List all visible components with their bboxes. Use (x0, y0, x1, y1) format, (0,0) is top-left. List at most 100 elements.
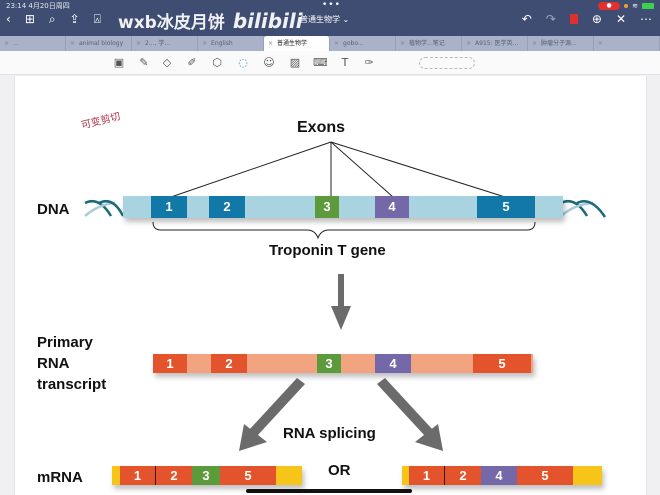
mrna-a-exon-3: 3 (192, 466, 220, 485)
screen-recording-indicator: ● (598, 2, 621, 10)
wifi-icon: ≋ (632, 2, 638, 10)
mrna-a-exon-5: 5 (220, 466, 276, 485)
tab-close-icon[interactable]: × (136, 40, 142, 47)
tab-label: 植物学...笔记 (409, 40, 445, 47)
primary-label-line-3: transcript (37, 376, 107, 393)
lasso-icon[interactable]: ◌ (238, 56, 248, 69)
battery-icon (642, 3, 654, 9)
mrna-a-exon-1: 1 (120, 466, 156, 485)
redo-icon[interactable]: ↷ (545, 12, 556, 26)
mrna-b-exon-4: 4 (481, 466, 517, 485)
document-tab[interactable]: ×animal biology (66, 36, 132, 51)
nav-right: ↶ ↷ ⊕ ✕ ⋯ (522, 12, 652, 26)
tab-close-icon[interactable]: × (532, 40, 538, 47)
dna-exon-3: 3 (315, 196, 339, 218)
note-page[interactable]: 可变剪切 (14, 76, 647, 495)
dna-exon-4: 4 (375, 196, 409, 218)
tab-close-icon[interactable]: × (466, 40, 472, 47)
tab-label: 肿瘤分子源... (541, 40, 577, 47)
pen-icon[interactable]: ✎ (139, 56, 149, 69)
dna-helix-left (84, 199, 125, 217)
exons-label: Exons (297, 119, 346, 136)
tab-close-icon[interactable]: × (598, 40, 604, 47)
home-indicator[interactable] (246, 489, 412, 493)
multitask-dots[interactable]: ••• (322, 0, 341, 10)
tab-label: English (211, 40, 233, 47)
undo-icon[interactable]: ↶ (521, 12, 532, 26)
mrna-b-exon-5: 5 (517, 466, 573, 485)
tab-close-icon[interactable]: × (268, 40, 274, 47)
dna-gene-bar: 1 2 3 4 5 (123, 196, 563, 218)
tab-label: 普通生物学 (277, 40, 308, 47)
tab-close-icon[interactable]: × (70, 40, 76, 47)
dna-exon-5: 5 (477, 196, 535, 218)
arrow-right-splice (377, 378, 443, 451)
mrna-a-exon-2: 2 (156, 466, 192, 485)
text-icon[interactable]: T (341, 56, 349, 69)
primary-label-line-1: Primary (37, 334, 93, 351)
dna-helix-right (560, 199, 607, 218)
dna-label: DNA (37, 201, 70, 218)
gene-brace (152, 221, 536, 240)
bookmark-upload-icon[interactable]: ⍓ (93, 12, 101, 26)
document-tab[interactable]: ×A915: 医学英... (462, 36, 528, 51)
scan-icon[interactable]: ▣ (113, 56, 125, 69)
rna-exon-3: 3 (317, 354, 341, 373)
mrna-b-exon-2: 2 (445, 466, 481, 485)
tab-close-icon[interactable]: × (4, 40, 10, 47)
dna-exon-1: 1 (151, 196, 187, 218)
back-icon[interactable]: ‹ (6, 12, 11, 26)
search-icon[interactable]: ⌕ (48, 12, 56, 26)
tab-close-icon[interactable]: × (202, 40, 208, 47)
mic-dot-icon (624, 4, 629, 8)
tab-close-icon[interactable]: × (334, 40, 340, 47)
eraser-icon[interactable]: ◇ (162, 56, 172, 69)
rna-exon-2: 2 (211, 354, 247, 373)
tab-label: 2..., 学... (145, 40, 171, 47)
mrna-b-exon-1: 1 (409, 466, 445, 485)
primary-transcript-label: Primary RNA transcript (37, 332, 106, 395)
document-tab[interactable]: × (594, 36, 660, 51)
grid-icon[interactable]: ⊞ (24, 12, 35, 26)
tab-label: gobo... (343, 40, 364, 47)
document-tab[interactable]: ×English (198, 36, 264, 51)
highlighter-icon[interactable]: ✐ (187, 56, 197, 69)
arrows (239, 274, 443, 451)
arrow-down (331, 274, 351, 330)
drawing-toolbar: ▣ ✎ ◇ ✐ ⬡ ◌ ☺ ▨ ⌨ T ✑ (0, 51, 660, 75)
document-tab[interactable]: ×2..., 学... (132, 36, 198, 51)
bookmark-icon[interactable] (569, 14, 578, 24)
app-top-bar: 23:14 4月20日周四 ••• ● ≋ ‹ ⊞ ⌕ ⇪ ⍓ 普通生物学 ⌄ … (0, 0, 660, 36)
dna-exon-2: 2 (209, 196, 245, 218)
splicing-label: RNA splicing (283, 425, 376, 442)
diagram-svg (84, 141, 607, 451)
keyboard-icon[interactable]: ⌨ (313, 56, 327, 69)
exon-connectors (170, 141, 506, 198)
shapes-icon[interactable]: ⬡ (212, 56, 222, 69)
tab-close-icon[interactable]: × (400, 40, 406, 47)
mrna-variant-a: 1 2 3 5 (112, 466, 302, 485)
rna-exon-4: 4 (375, 354, 411, 373)
close-icon[interactable]: ✕ (615, 12, 626, 26)
or-label: OR (328, 462, 351, 479)
document-tab[interactable]: ×植物学...笔记 (396, 36, 462, 51)
document-tab[interactable]: ×... (0, 36, 66, 51)
connector-5 (330, 141, 506, 198)
laser-icon[interactable]: ✑ (364, 56, 374, 69)
document-tab[interactable]: ×gobo... (330, 36, 396, 51)
gene-label: Troponin T gene (269, 242, 386, 259)
document-tab[interactable]: ×普通生物学 (264, 36, 330, 51)
arrow-left-splice (239, 378, 305, 451)
tab-label: ... (13, 40, 19, 47)
mrna-label: mRNA (37, 469, 83, 486)
add-page-icon[interactable]: ⊕ (591, 12, 602, 26)
more-icon[interactable]: ⋯ (640, 12, 652, 26)
share-icon[interactable]: ⇪ (69, 12, 80, 26)
sticker-icon[interactable]: ☺ (263, 56, 275, 69)
tool-option-pill[interactable] (419, 57, 475, 69)
document-title[interactable]: 普通生物学 ⌄ (300, 15, 350, 24)
image-icon[interactable]: ▨ (289, 56, 301, 69)
document-tab[interactable]: ×肿瘤分子源... (528, 36, 594, 51)
status-time-date: 23:14 4月20日周四 (6, 2, 70, 10)
connector-4 (330, 141, 394, 198)
